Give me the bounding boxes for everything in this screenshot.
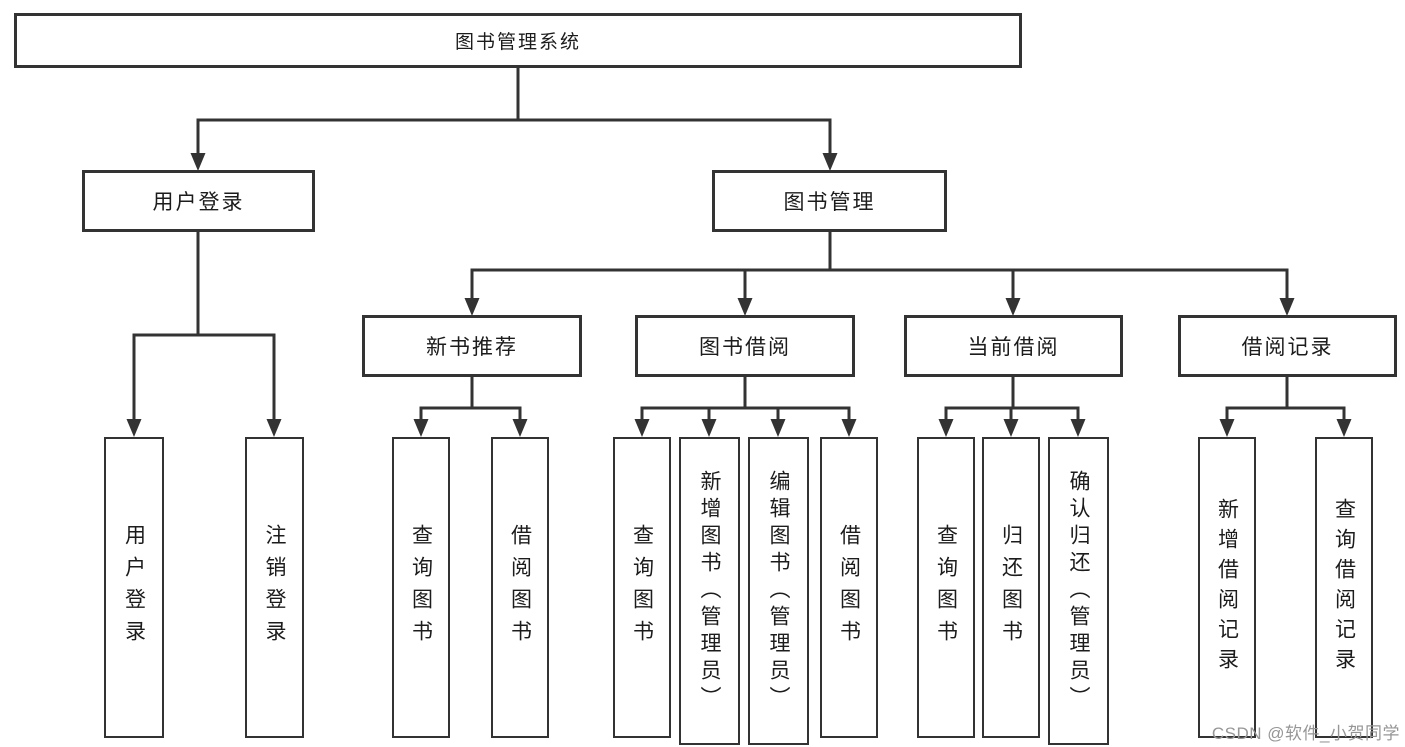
node-root-label: 图书管理系统 <box>454 32 581 53</box>
leaf-return-book-label: 归还图书 <box>999 523 1023 652</box>
arrowhead <box>190 153 206 171</box>
branch-current-borrow <box>938 377 1086 437</box>
leaf-query-borrow-record: 查询借阅记录 <box>1315 437 1373 738</box>
branch-new-book-rec <box>413 377 528 437</box>
arrowhead <box>1005 298 1021 316</box>
leaf-edit-book-admin-label: 编辑图书（管理员） <box>767 469 790 713</box>
leaf-add-book-admin-label: 新增图书（管理员） <box>698 469 721 713</box>
leaf-query-borrow-record-label: 查询借阅记录 <box>1332 497 1356 678</box>
branch-root <box>190 68 838 171</box>
branch-book-mgmt <box>464 232 1295 316</box>
leaf-user-login-label: 用户登录 <box>122 523 146 652</box>
leaf-query-books-rec-label: 查询图书 <box>409 523 433 652</box>
branch-borrow-records <box>1219 377 1352 437</box>
node-book-mgmt: 图书管理 <box>712 170 947 232</box>
node-new-book-rec: 新书推荐 <box>362 315 582 377</box>
arrowhead <box>413 419 429 437</box>
leaf-query-books-borrow: 查询图书 <box>613 437 671 738</box>
leaf-edit-book-admin: 编辑图书（管理员） <box>748 437 809 745</box>
leaf-borrow-books-rec: 借阅图书 <box>491 437 549 738</box>
csdn-watermark: CSDN @软件_小贺同学 <box>1211 724 1400 743</box>
leaf-add-borrow-record-label: 新增借阅记录 <box>1215 497 1239 678</box>
node-user-login: 用户登录 <box>82 170 315 232</box>
arrowhead <box>737 298 753 316</box>
node-new-book-rec-label: 新书推荐 <box>426 336 518 359</box>
arrowhead <box>1070 419 1086 437</box>
arrowhead <box>938 419 954 437</box>
arrowhead <box>1219 419 1235 437</box>
leaf-add-book-admin: 新增图书（管理员） <box>679 437 740 745</box>
arrowhead <box>512 419 528 437</box>
leaf-query-books-borrow-label: 查询图书 <box>630 523 654 652</box>
leaf-confirm-return-admin: 确认归还（管理员） <box>1048 437 1109 745</box>
node-book-mgmt-label: 图书管理 <box>783 191 876 214</box>
leaf-query-books-current-label: 查询图书 <box>934 523 958 652</box>
node-root-system: 图书管理系统 <box>14 13 1022 68</box>
arrowhead <box>634 419 650 437</box>
arrowhead <box>1003 419 1019 437</box>
leaf-add-borrow-record: 新增借阅记录 <box>1198 437 1256 738</box>
leaf-confirm-return-admin-label: 确认归还（管理员） <box>1067 469 1090 713</box>
arrowhead <box>464 298 480 316</box>
arrowhead <box>701 419 717 437</box>
leaf-logout-label: 注销登录 <box>263 523 286 652</box>
branch-user-login <box>126 232 282 437</box>
branch-book-borrow <box>634 377 857 437</box>
arrowhead <box>126 419 142 437</box>
leaf-borrow-books: 借阅图书 <box>820 437 878 738</box>
arrowhead <box>1279 298 1295 316</box>
leaf-borrow-books-label: 借阅图书 <box>837 523 861 652</box>
leaf-query-books-rec: 查询图书 <box>392 437 450 738</box>
leaf-return-book: 归还图书 <box>982 437 1040 738</box>
node-current-borrow-label: 当前借阅 <box>967 336 1060 359</box>
node-book-borrow-label: 图书借阅 <box>699 336 791 359</box>
leaf-user-login: 用户登录 <box>104 437 164 738</box>
node-book-borrow: 图书借阅 <box>635 315 855 377</box>
node-borrow-records: 借阅记录 <box>1178 315 1397 377</box>
leaf-query-books-current: 查询图书 <box>917 437 975 738</box>
arrowhead <box>770 419 786 437</box>
node-user-login-label: 用户登录 <box>152 191 245 214</box>
arrowhead <box>266 419 282 437</box>
leaf-borrow-books-rec-label: 借阅图书 <box>508 523 532 652</box>
arrowhead <box>841 419 857 437</box>
arrowhead <box>822 153 838 171</box>
arrowhead <box>1336 419 1352 437</box>
node-borrow-records-label: 借阅记录 <box>1241 336 1334 359</box>
leaf-logout: 注销登录 <box>245 437 304 738</box>
node-current-borrow: 当前借阅 <box>904 315 1123 377</box>
